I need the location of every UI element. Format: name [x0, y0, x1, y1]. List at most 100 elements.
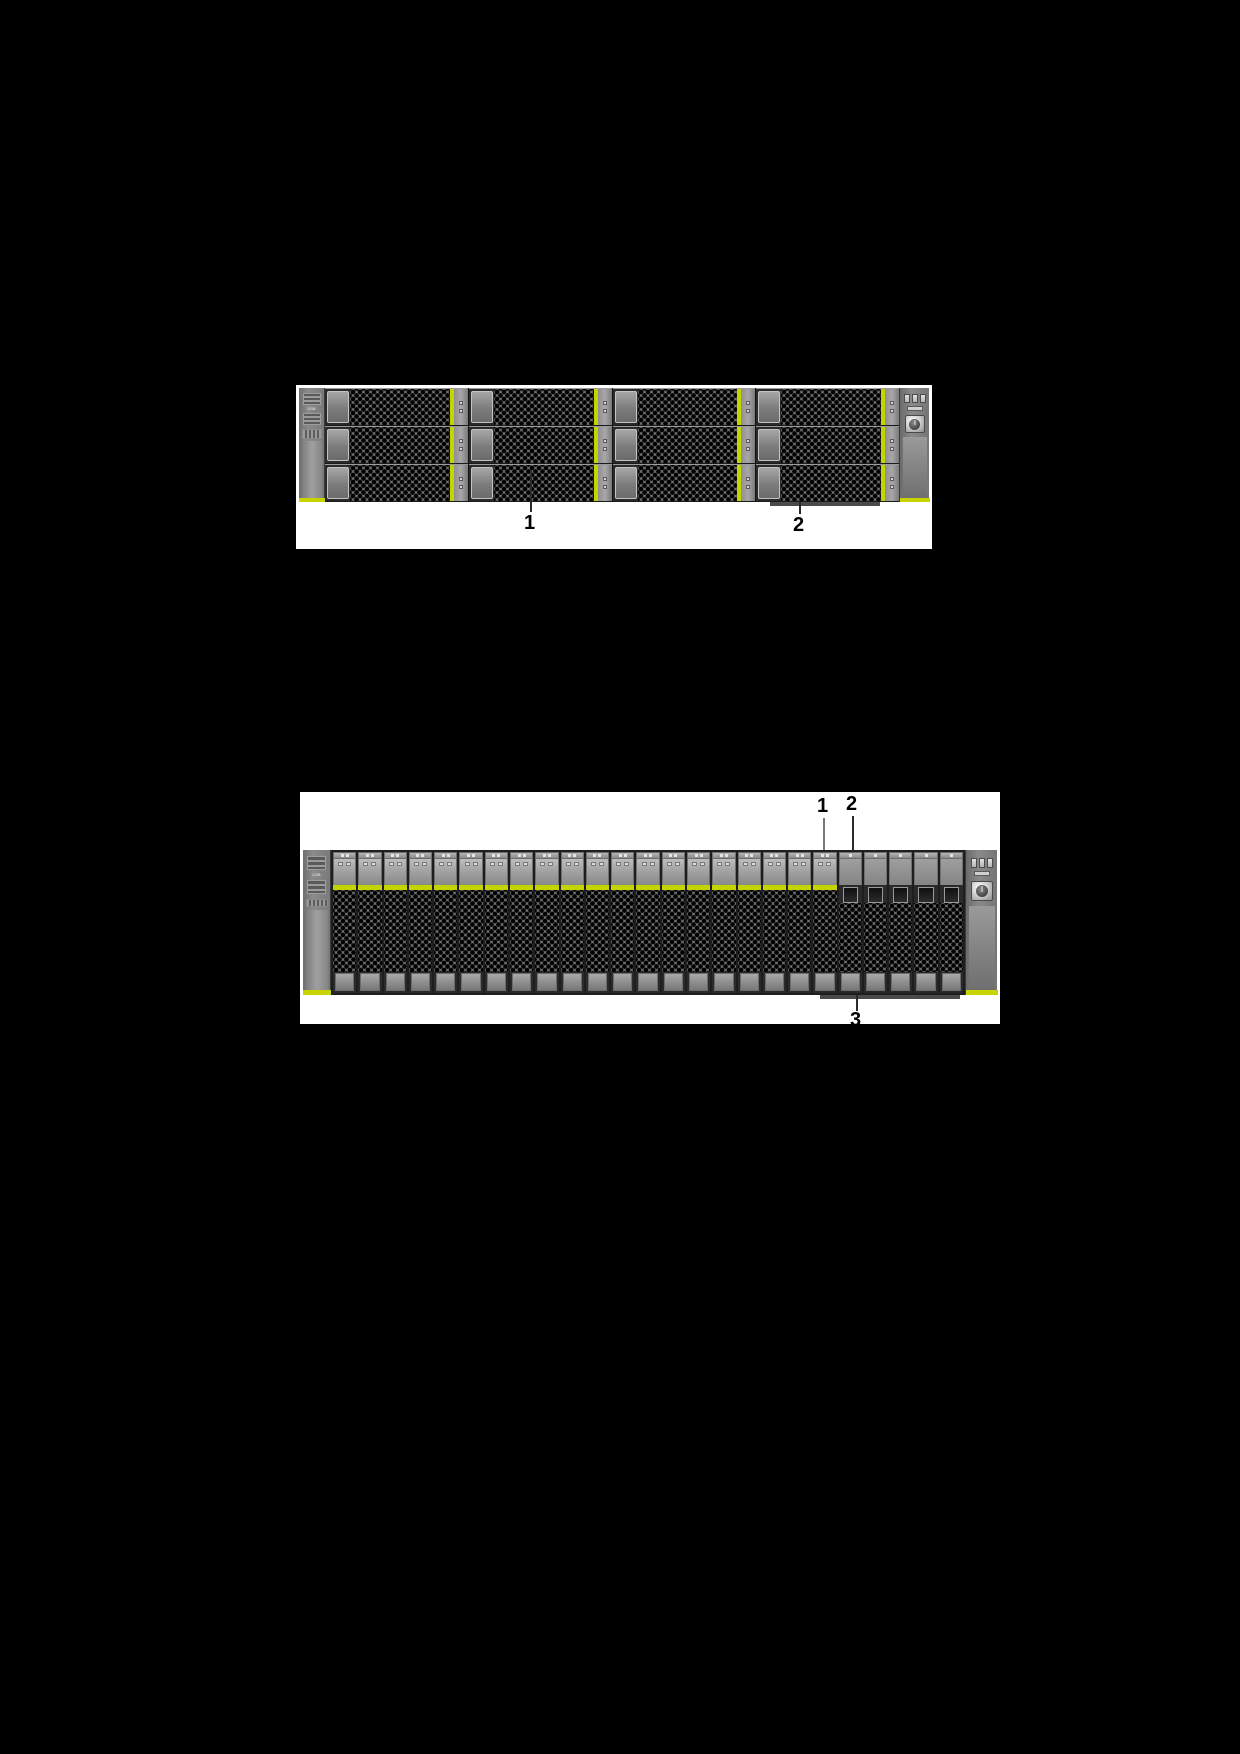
- drive-bay[interactable]: [612, 464, 756, 502]
- drive-handle[interactable]: [333, 859, 357, 885]
- drive-latch[interactable]: [764, 973, 785, 991]
- drive-bay[interactable]: [434, 852, 458, 993]
- drive-latch[interactable]: [537, 973, 557, 991]
- usb-port-2[interactable]: [307, 880, 326, 894]
- drive-handle[interactable]: [614, 467, 637, 499]
- power-button[interactable]: [904, 415, 925, 433]
- drive-bay[interactable]: [756, 388, 899, 426]
- drive-bay[interactable]: [737, 852, 761, 993]
- drive-bay[interactable]: [585, 852, 610, 993]
- empty-drive-bay[interactable]: [863, 852, 888, 993]
- drive-handle[interactable]: [758, 467, 781, 499]
- drive-bay[interactable]: [560, 852, 584, 993]
- drive-bay[interactable]: [325, 388, 468, 426]
- drive-handle[interactable]: [535, 859, 559, 885]
- drive-handle[interactable]: [327, 429, 349, 461]
- drive-bay[interactable]: [383, 852, 407, 993]
- drive-handle[interactable]: [762, 859, 787, 885]
- drive-handle[interactable]: [614, 429, 637, 461]
- drive-latch[interactable]: [385, 973, 405, 991]
- drive-handle[interactable]: [758, 429, 781, 461]
- drive-latch[interactable]: [511, 973, 532, 991]
- empty-bay-latch[interactable]: [893, 887, 909, 903]
- drive-bay[interactable]: [408, 852, 433, 993]
- drive-bay[interactable]: [325, 426, 468, 464]
- drive-latch[interactable]: [714, 973, 734, 991]
- drive-bay[interactable]: [468, 388, 612, 426]
- drive-bay[interactable]: [612, 426, 756, 464]
- drive-latch[interactable]: [815, 973, 835, 991]
- drive-latch[interactable]: [436, 973, 456, 991]
- drive-handle[interactable]: [408, 859, 433, 885]
- drive-latch[interactable]: [916, 973, 936, 991]
- empty-bay-latch[interactable]: [842, 887, 858, 903]
- empty-bay-latch[interactable]: [918, 887, 934, 903]
- drive-bay[interactable]: [333, 852, 357, 993]
- drive-bay[interactable]: [611, 852, 635, 993]
- usb-port-2[interactable]: [302, 413, 321, 425]
- drive-handle[interactable]: [614, 391, 637, 423]
- drive-latch[interactable]: [461, 973, 481, 991]
- empty-bay-latch[interactable]: [867, 887, 884, 903]
- drive-latch[interactable]: [840, 973, 860, 991]
- drive-latch[interactable]: [613, 973, 633, 991]
- drive-bay[interactable]: [813, 852, 837, 993]
- right-control-panel[interactable]: [965, 850, 998, 995]
- drive-handle[interactable]: [758, 391, 781, 423]
- drive-bay[interactable]: [686, 852, 711, 993]
- drive-bay[interactable]: [612, 388, 756, 426]
- drive-latch[interactable]: [360, 973, 380, 991]
- drive-latch[interactable]: [739, 973, 759, 991]
- drive-bay[interactable]: [535, 852, 559, 993]
- drive-bay[interactable]: [468, 426, 612, 464]
- empty-drive-bay[interactable]: [914, 852, 938, 993]
- drive-handle[interactable]: [788, 859, 812, 885]
- right-control-panel[interactable]: [899, 388, 930, 502]
- drive-latch[interactable]: [486, 973, 506, 991]
- drive-handle[interactable]: [459, 859, 483, 885]
- drive-handle[interactable]: [636, 859, 660, 885]
- usb-port-1[interactable]: [302, 393, 321, 405]
- drive-handle[interactable]: [434, 859, 458, 885]
- drive-handle[interactable]: [327, 467, 349, 499]
- drive-handle[interactable]: [737, 859, 761, 885]
- drive-bay[interactable]: [756, 464, 899, 502]
- drive-handle[interactable]: [813, 859, 837, 885]
- drive-latch[interactable]: [638, 973, 658, 991]
- drive-bay[interactable]: [325, 464, 468, 502]
- drive-bay[interactable]: [484, 852, 508, 993]
- left-io-panel[interactable]: USB: [302, 850, 331, 995]
- drive-latch[interactable]: [410, 973, 431, 991]
- drive-handle[interactable]: [509, 859, 534, 885]
- drive-latch[interactable]: [865, 973, 886, 991]
- drive-handle[interactable]: [611, 859, 635, 885]
- power-button[interactable]: [970, 881, 993, 901]
- drive-handle[interactable]: [383, 859, 407, 885]
- drive-handle[interactable]: [327, 391, 349, 423]
- drive-bay[interactable]: [459, 852, 483, 993]
- empty-drive-bay[interactable]: [838, 852, 862, 993]
- drive-latch[interactable]: [562, 973, 582, 991]
- usb-port-1[interactable]: [307, 856, 326, 870]
- drive-bay[interactable]: [358, 852, 382, 993]
- drive-handle[interactable]: [686, 859, 711, 885]
- drive-handle[interactable]: [484, 859, 508, 885]
- left-io-panel[interactable]: USB: [298, 388, 325, 502]
- drive-bay[interactable]: [509, 852, 534, 993]
- drive-handle[interactable]: [470, 391, 493, 423]
- empty-bay-latch[interactable]: [943, 887, 960, 903]
- drive-handle[interactable]: [712, 859, 736, 885]
- drive-bay[interactable]: [712, 852, 736, 993]
- drive-handle[interactable]: [661, 859, 685, 885]
- drive-latch[interactable]: [688, 973, 709, 991]
- drive-latch[interactable]: [663, 973, 683, 991]
- drive-latch[interactable]: [335, 973, 355, 991]
- drive-latch[interactable]: [891, 973, 911, 991]
- drive-handle[interactable]: [358, 859, 382, 885]
- drive-latch[interactable]: [587, 973, 608, 991]
- drive-bay[interactable]: [756, 426, 899, 464]
- drive-handle[interactable]: [585, 859, 610, 885]
- empty-drive-bay[interactable]: [939, 852, 964, 993]
- drive-latch[interactable]: [790, 973, 810, 991]
- drive-handle[interactable]: [470, 429, 493, 461]
